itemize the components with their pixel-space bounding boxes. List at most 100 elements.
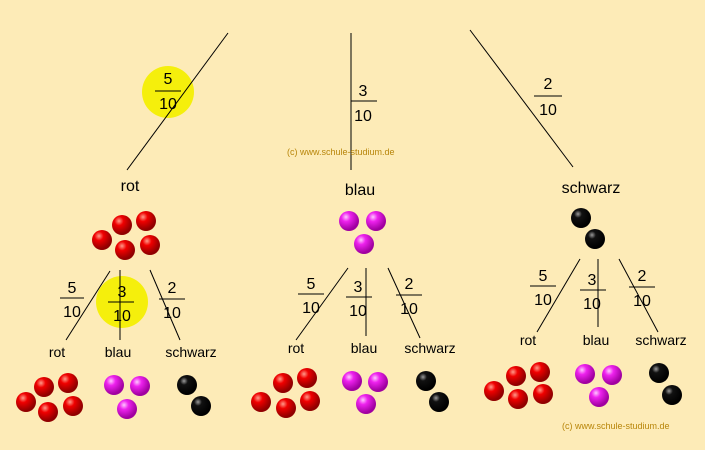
leaf-label: rot bbox=[49, 344, 65, 360]
subtree-schwarz: 5 10 3 10 2 10 rot blau schwarz bbox=[520, 258, 687, 348]
ball-red bbox=[251, 392, 271, 412]
ball-magenta bbox=[104, 375, 124, 395]
ball-red bbox=[140, 235, 160, 255]
ball-red bbox=[506, 366, 526, 386]
ball-magenta bbox=[602, 365, 622, 385]
denominator: 10 bbox=[159, 96, 177, 113]
urn-blau-schwarz bbox=[416, 371, 449, 412]
branch-line-schwarz bbox=[469, 29, 574, 168]
numerator: 3 bbox=[118, 284, 127, 301]
fraction-schwarz-schwarz: 2 10 bbox=[629, 268, 655, 310]
ball-red bbox=[34, 377, 54, 397]
leaf-label: blau bbox=[351, 340, 377, 356]
ball-magenta bbox=[356, 394, 376, 414]
ball-red bbox=[112, 215, 132, 235]
urn-schwarz-schwarz bbox=[649, 363, 682, 405]
ball-red bbox=[484, 381, 504, 401]
ball-red bbox=[136, 211, 156, 231]
fraction-rot-schwarz: 2 10 bbox=[159, 280, 185, 322]
ball-red bbox=[115, 240, 135, 260]
ball-red bbox=[530, 362, 550, 382]
numerator: 5 bbox=[307, 276, 316, 293]
node-label-rot: rot bbox=[121, 178, 140, 195]
ball-black bbox=[571, 208, 591, 228]
ball-black bbox=[429, 392, 449, 412]
node-label-schwarz: schwarz bbox=[562, 180, 621, 197]
ball-black bbox=[649, 363, 669, 383]
numerator: 5 bbox=[539, 268, 548, 285]
leaf-label: blau bbox=[583, 332, 609, 348]
denominator: 10 bbox=[354, 108, 372, 125]
urn-after-rot bbox=[92, 211, 160, 260]
numerator: 3 bbox=[354, 279, 363, 296]
denominator: 10 bbox=[534, 292, 552, 309]
denominator: 10 bbox=[583, 296, 601, 313]
leaf-label: schwarz bbox=[165, 344, 216, 360]
ball-red bbox=[16, 392, 36, 412]
denominator: 10 bbox=[539, 102, 557, 119]
ball-magenta bbox=[339, 211, 359, 231]
fraction-rot-rot: 5 10 bbox=[60, 280, 84, 321]
subtree-rot: 5 10 3 10 2 10 rot blau schwarz bbox=[49, 269, 217, 360]
ball-black bbox=[177, 375, 197, 395]
ball-magenta bbox=[354, 234, 374, 254]
copyright-bottom: (c) www.schule-studium.de bbox=[562, 421, 670, 431]
branch-line-rot bbox=[126, 32, 229, 171]
fraction-top-rot: 5 10 bbox=[155, 71, 181, 113]
ball-red bbox=[508, 389, 528, 409]
bottom-urns bbox=[16, 362, 682, 422]
fraction-blau-rot: 5 10 bbox=[298, 276, 324, 317]
urn-schwarz-blau bbox=[575, 364, 622, 407]
ball-red bbox=[273, 373, 293, 393]
numerator: 5 bbox=[164, 71, 173, 88]
denominator: 10 bbox=[633, 293, 651, 310]
urn-blau-rot bbox=[251, 368, 320, 418]
ball-black bbox=[191, 396, 211, 416]
urn-blau-blau bbox=[342, 371, 388, 414]
numerator: 2 bbox=[638, 268, 647, 285]
fraction-top-schwarz: 2 10 bbox=[534, 76, 562, 119]
urn-after-schwarz bbox=[571, 208, 605, 249]
copyright-mid: (c) www.schule-studium.de bbox=[287, 147, 395, 157]
fraction-rot-blau: 3 10 bbox=[108, 284, 134, 325]
denominator: 10 bbox=[113, 308, 131, 325]
ball-black bbox=[585, 229, 605, 249]
fraction-top-blau: 3 10 bbox=[351, 83, 377, 125]
node-label-blau: blau bbox=[345, 182, 375, 199]
ball-magenta bbox=[130, 376, 150, 396]
leaf-label: schwarz bbox=[404, 340, 455, 356]
urn-rot-rot bbox=[16, 373, 83, 422]
subtree-blau: 5 10 3 10 2 10 rot blau schwarz bbox=[288, 267, 456, 356]
fraction-blau-blau: 3 10 bbox=[346, 279, 372, 320]
highlight-top-rot bbox=[142, 66, 194, 118]
fraction-blau-schwarz: 2 10 bbox=[396, 276, 422, 318]
ball-red bbox=[38, 402, 58, 422]
denominator: 10 bbox=[349, 303, 367, 320]
numerator: 3 bbox=[359, 83, 368, 100]
numerator: 3 bbox=[588, 272, 597, 289]
ball-black bbox=[416, 371, 436, 391]
numerator: 2 bbox=[168, 280, 177, 297]
denominator: 10 bbox=[400, 301, 418, 318]
fraction-schwarz-rot: 5 10 bbox=[530, 268, 556, 309]
urn-rot-blau bbox=[104, 375, 150, 419]
ball-red bbox=[276, 398, 296, 418]
fraction-schwarz-blau: 3 10 bbox=[580, 272, 606, 313]
leaf-label: schwarz bbox=[635, 332, 686, 348]
ball-red bbox=[300, 391, 320, 411]
denominator: 10 bbox=[63, 304, 81, 321]
ball-magenta bbox=[366, 211, 386, 231]
ball-red bbox=[63, 396, 83, 416]
ball-red bbox=[58, 373, 78, 393]
urn-schwarz-rot bbox=[484, 362, 553, 409]
ball-black bbox=[662, 385, 682, 405]
ball-magenta bbox=[368, 372, 388, 392]
urn-rot-schwarz bbox=[177, 375, 211, 416]
ball-red bbox=[533, 384, 553, 404]
ball-magenta bbox=[575, 364, 595, 384]
ball-red bbox=[92, 230, 112, 250]
denominator: 10 bbox=[163, 305, 181, 322]
leaf-label: rot bbox=[520, 332, 536, 348]
urn-after-blau bbox=[339, 211, 386, 254]
